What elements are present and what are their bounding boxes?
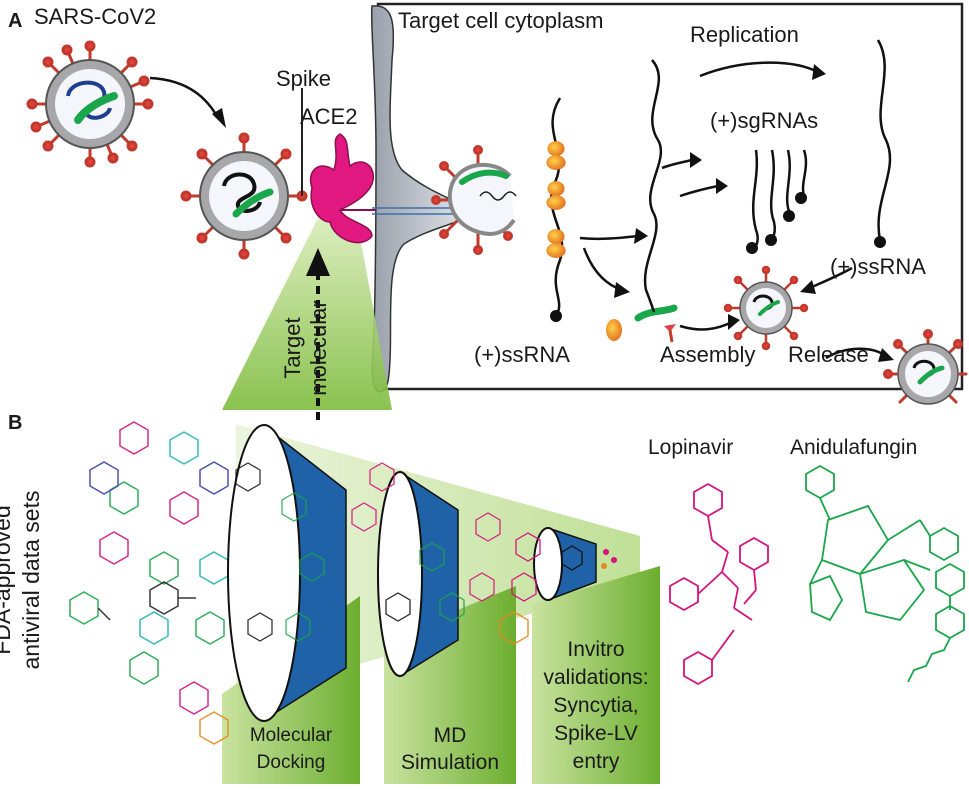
fda-line2: antiviral data sets (18, 490, 44, 670)
release-label: Release (788, 342, 869, 367)
target-line2: molecular (306, 300, 331, 396)
invitro-bar (532, 566, 660, 784)
replication-label: Replication (690, 22, 799, 47)
docking-line2: Docking (256, 752, 326, 773)
entry-virus-icon (431, 145, 517, 255)
ssrna-bottom-label: (+)ssRNA (474, 342, 570, 367)
compound-cloud (69, 421, 529, 745)
spike-label: Spike (276, 66, 332, 91)
docking-label: Molecular Docking (222, 722, 360, 776)
assembled-virus-icon (723, 265, 809, 351)
lopinavir-label: Lopinavir (648, 436, 734, 459)
invitro-line5: entry (572, 750, 620, 773)
lopinavir-structure (669, 482, 769, 686)
md-label: MD Simulation (384, 722, 516, 776)
invitro-stage (511, 526, 617, 602)
invitro-line2: validations: (543, 666, 649, 689)
target-line1: Target (280, 317, 305, 379)
invitro-line4: Spike-LV (554, 722, 638, 745)
genome-rna (643, 59, 663, 313)
anidulafungin-label: Anidulafungin (790, 436, 918, 459)
md-line2: Simulation (400, 751, 500, 774)
ace2-label: ACE2 (300, 104, 358, 129)
released-virus-icon (883, 329, 968, 405)
assembly-label: Assembly (660, 342, 756, 367)
md-stage (351, 462, 501, 678)
md-line1: MD (433, 724, 467, 747)
virus-label: SARS-CoV2 (34, 4, 157, 29)
panel-b-label: B (8, 412, 23, 434)
virus-icon (26, 40, 154, 168)
invitro-line3: Syncytia, (553, 694, 639, 717)
target-cone (222, 218, 392, 410)
ssrna-right-label: (+)ssRNA (830, 254, 926, 279)
translation-rna (546, 97, 566, 322)
invitro-label: Invitro validations: Syncytia, Spike-LV … (532, 636, 660, 776)
fda-label: FDA-approved antiviral data sets (0, 480, 48, 680)
invitro-line1: Invitro (567, 638, 625, 661)
fda-line1: FDA-approved (0, 505, 15, 655)
docking-stage (227, 424, 347, 722)
cell-membrane (370, 5, 471, 393)
target-molecular-label: Target molecular (280, 288, 336, 408)
docking-line1: Molecular (249, 725, 333, 746)
ace2-receptor (309, 133, 375, 244)
panel-a-label: A (8, 10, 23, 32)
cell-label: Target cell cytoplasm (398, 8, 604, 33)
sgrna-label: (+)sgRNAs (710, 108, 819, 133)
bound-virus-icon (180, 132, 308, 260)
anidulafungin-structure (805, 464, 965, 683)
